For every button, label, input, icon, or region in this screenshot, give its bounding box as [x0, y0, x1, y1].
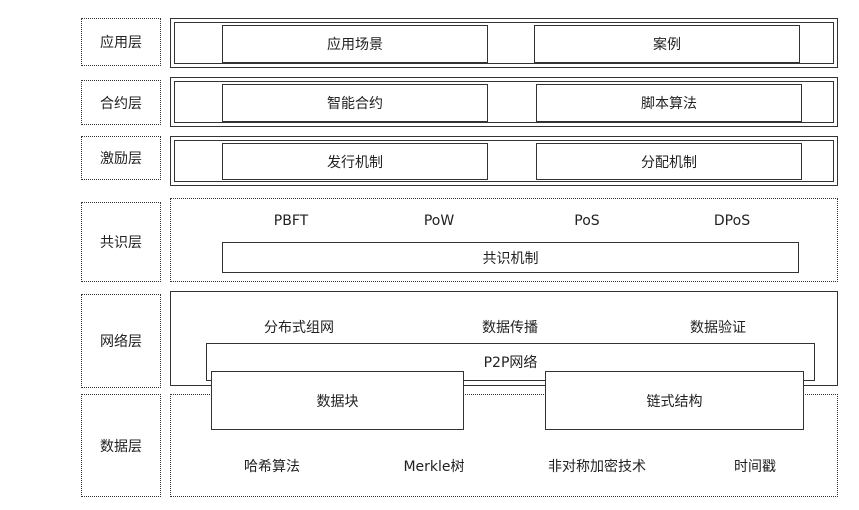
data-propagation-label: 数据传播: [482, 320, 538, 336]
chain-structure-box: 链式结构: [545, 371, 804, 430]
application-layer-label: 应用层: [81, 18, 161, 66]
case-box: 案例: [534, 25, 800, 63]
incentive-layer-label: 激励层: [81, 136, 161, 180]
data-layer-label: 数据层: [81, 394, 161, 497]
data-verification-label: 数据验证: [690, 320, 746, 336]
pbft-label: PBFT: [273, 213, 309, 229]
consensus-layer-label: 共识层: [81, 202, 161, 282]
pos-label: PoS: [574, 213, 600, 229]
merkle-tree-label: Merkle树: [403, 459, 465, 475]
distribution-mechanism-box: 分配机制: [536, 143, 802, 180]
distributed-networking-label: 分布式组网: [264, 320, 334, 336]
timestamp-label: 时间戳: [734, 459, 776, 475]
data-block-box: 数据块: [211, 371, 464, 430]
hash-algorithm-label: 哈希算法: [244, 459, 300, 475]
consensus-mechanism-box: 共识机制: [222, 242, 799, 273]
smart-contract-box: 智能合约: [222, 84, 488, 122]
application-scenario-box: 应用场景: [222, 25, 488, 63]
script-algorithm-box: 脚本算法: [536, 84, 802, 122]
issuance-mechanism-box: 发行机制: [222, 143, 488, 180]
pow-label: PoW: [423, 213, 455, 229]
dpos-label: DPoS: [713, 213, 751, 229]
contract-layer-label: 合约层: [81, 80, 161, 125]
network-layer-label: 网络层: [81, 294, 161, 388]
asymmetric-encryption-label: 非对称加密技术: [548, 459, 646, 475]
